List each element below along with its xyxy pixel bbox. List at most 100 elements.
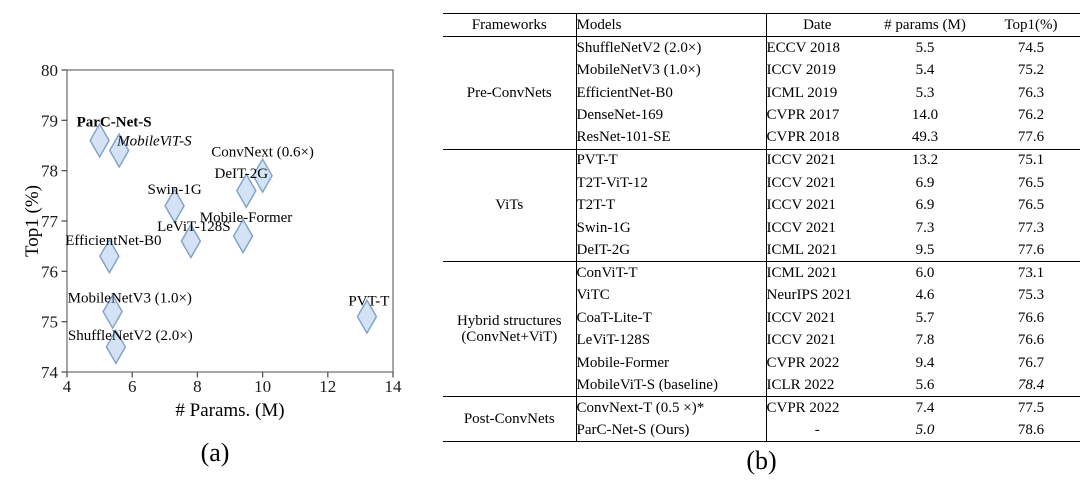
x-tick-label: 4 [63, 377, 72, 396]
model-cell: DenseNet-169 [576, 104, 767, 127]
caption-a: (a) [200, 438, 230, 467]
scatter-point-pvt-t [356, 298, 378, 335]
framework-cell: Post-ConvNets [443, 396, 577, 442]
scatter-point-convnext-0-6- [252, 157, 273, 194]
date-cell: CVPR 2018 [766, 129, 840, 146]
model-cell: ShuffleNetV2 (2.0×) [576, 36, 767, 59]
top1-cell: 74.5 [1017, 39, 1045, 56]
date-cell: CVPR 2022 [766, 399, 840, 416]
top1-cell: 76.5 [1017, 197, 1045, 213]
date-cell: NeurIPS 2021 [766, 287, 852, 303]
scatter-point-levit-128s [180, 223, 202, 260]
params-cell: 5.0 [915, 421, 935, 438]
top1-cell: 76.6 [1017, 332, 1045, 348]
params-cell: 7.3 [915, 219, 935, 236]
x-tick-label: 8 [193, 377, 202, 396]
top1-cell: 73.1 [1017, 264, 1045, 281]
params-cell: 6.0 [915, 264, 935, 281]
y-axis-label: Top1 (%) [22, 185, 43, 257]
scatter-point-swin-1g [164, 187, 185, 224]
model-cell: ResNet-101-SE [576, 126, 767, 149]
x-tick-label: 14 [385, 377, 403, 396]
params-cell: 7.8 [915, 332, 935, 348]
point-label-pvt-t: PVT-T [348, 294, 389, 310]
params-cell: 5.3 [915, 84, 935, 101]
top1-cell: 76.2 [1017, 107, 1045, 123]
point-label-mobilevit-s: MobileViT-S [116, 134, 192, 150]
date-cell: ICML 2019 [766, 84, 838, 101]
y-tick-label: 80 [41, 61, 58, 80]
x-tick-label: 12 [319, 377, 336, 396]
scatter-point-mobilevit-s [108, 132, 130, 169]
point-label-mobile-former: Mobile-Former [200, 210, 292, 226]
col-header-frameworks: Frameworks [443, 13, 577, 37]
top1-cell: 75.2 [1017, 62, 1045, 78]
y-tick-label: 79 [41, 111, 58, 130]
params-cell: 13.2 [911, 152, 939, 169]
point-label-parc-net-s: ParC-Net-S [77, 114, 152, 130]
scatter-point-shufflenetv2-2-0- [105, 328, 127, 365]
scatter-point-deit-2g [235, 172, 257, 209]
params-cell: 5.5 [915, 39, 935, 56]
caption-b: (b) [746, 446, 777, 475]
model-cell: ViTC [576, 284, 767, 307]
params-cell: 5.6 [915, 376, 935, 393]
params-cell: 9.5 [915, 241, 935, 258]
model-cell: PVT-T [576, 149, 767, 172]
model-cell: Swin-1G [576, 216, 767, 239]
date-cell: ICLR 2022 [766, 376, 835, 393]
x-axis-label: # Params. (M) [175, 400, 284, 421]
top1-cell: 75.1 [1017, 152, 1045, 169]
top1-cell: 76.5 [1017, 174, 1045, 191]
framework-line: ViTs [495, 197, 524, 213]
top1-cell: 77.6 [1017, 129, 1045, 146]
top1-cell: 77.3 [1017, 219, 1045, 236]
framework-line: (ConvNet+ViT) [461, 329, 558, 345]
params-cell: 49.3 [911, 129, 939, 146]
params-cell: 4.6 [915, 287, 935, 303]
framework-line: Pre-ConvNets [466, 84, 552, 101]
model-cell: DeIT-2G [576, 239, 767, 262]
top1-cell: 77.5 [1017, 399, 1045, 416]
table-row: Hybrid structures(ConvNet+ViT)ConViT-T IC… [443, 261, 1080, 397]
x-tick-label: 6 [128, 377, 137, 396]
point-label-swin-1g: Swin-1G [147, 182, 201, 198]
params-cell: 6.9 [915, 197, 935, 213]
table-row: Pre-ConvNets ShuffleNetV2 (2.0×)ECCV 2018… [443, 36, 1080, 149]
col-header-top1-: Top1(%) [1004, 16, 1058, 33]
point-label-deit-2g: DeIT-2G [214, 166, 268, 182]
params-cell: 9.4 [915, 354, 935, 371]
top1-cell: 77.6 [1017, 241, 1045, 258]
framework-cell: Hybrid structures(ConvNet+ViT) [443, 261, 577, 397]
date-cell: ICCV 2021 [766, 332, 836, 348]
top1-cell: 75.3 [1017, 287, 1045, 303]
top1-cell: 78.4 [1017, 376, 1045, 393]
params-cell: 6.9 [915, 174, 935, 191]
y-tick-label: 75 [41, 313, 58, 332]
params-cell: 7.4 [915, 399, 935, 416]
date-cell: ECCV 2018 [766, 39, 840, 56]
model-cell: T2T-T [576, 194, 767, 217]
y-tick-label: 74 [41, 363, 59, 382]
model-cell: ConViT-T [576, 261, 767, 284]
point-label-convnext-0-6-: ConvNext (0.6×) [211, 145, 314, 161]
model-cell: T2T-ViT-12 [576, 171, 767, 194]
date-cell: CVPR 2017 [766, 107, 840, 123]
model-cell: Mobile-Former [576, 351, 767, 374]
point-label-levit-128s: LeViT-128S [157, 219, 231, 235]
scatter-point-parc-net-s [89, 122, 110, 159]
